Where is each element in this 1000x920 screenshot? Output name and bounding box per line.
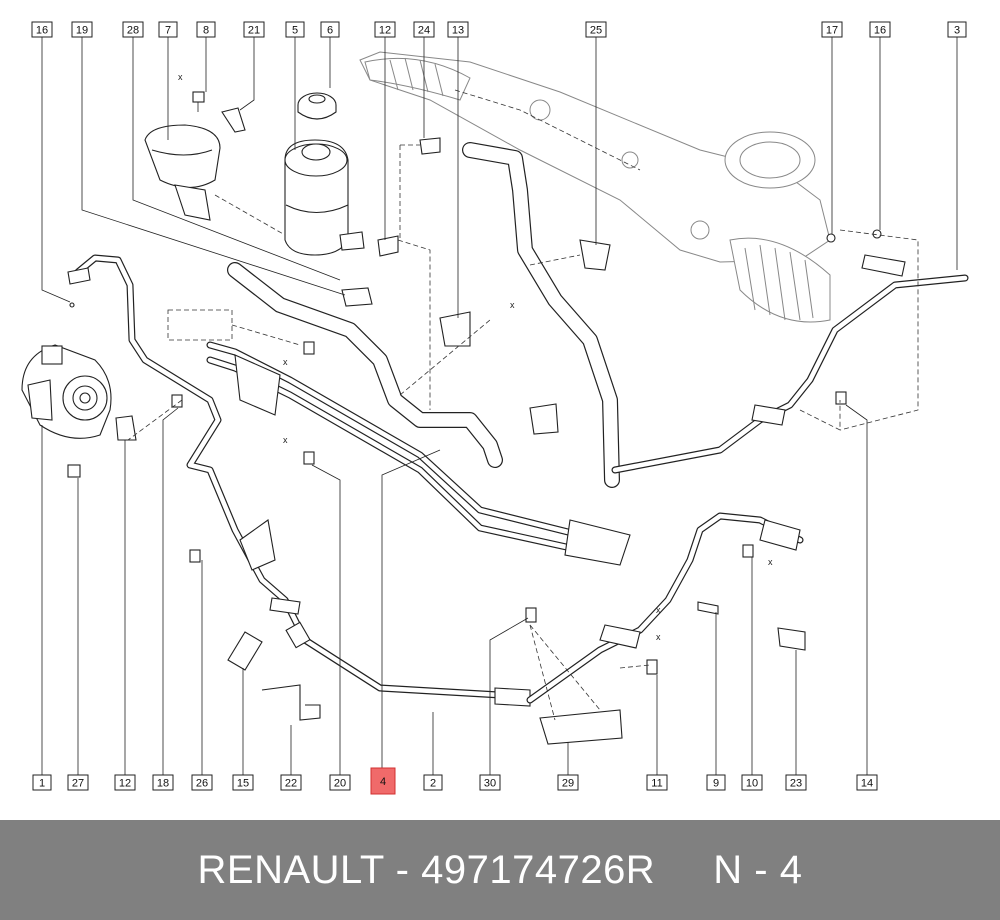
x-marker: x [283, 435, 288, 445]
steering-rack [359, 51, 831, 323]
callout: 9 [706, 774, 726, 791]
svg-text:20: 20 [334, 778, 346, 790]
reservoir-feed-hose [227, 262, 503, 468]
callout: 11 [646, 774, 668, 791]
position-label: N - 4 [713, 847, 803, 892]
callout: 8 [196, 21, 216, 38]
callout: 16 [31, 21, 53, 38]
callout: 23 [785, 774, 807, 791]
callout: 12 [374, 21, 396, 38]
caption-gap [655, 848, 713, 892]
svg-text:16: 16 [874, 25, 886, 37]
callout: 5 [285, 21, 305, 38]
callout: 15 [232, 774, 254, 791]
svg-text:17: 17 [826, 25, 838, 37]
callout: 21 [243, 21, 265, 38]
callout: 19 [71, 21, 93, 38]
svg-text:12: 12 [119, 778, 131, 790]
svg-text:29: 29 [562, 778, 574, 790]
svg-text:25: 25 [590, 25, 602, 37]
svg-text:27: 27 [72, 778, 84, 790]
callout: 27 [67, 774, 89, 791]
svg-text:8: 8 [203, 25, 209, 37]
x-marker: x [656, 605, 661, 615]
svg-text:28: 28 [127, 25, 139, 37]
svg-text:21: 21 [248, 25, 260, 37]
svg-text:19: 19 [76, 25, 88, 37]
callout: 22 [280, 774, 302, 791]
svg-text:7: 7 [165, 25, 171, 37]
svg-text:16: 16 [36, 25, 48, 37]
callouts-top: 16 19 28 7 8 21 5 6 12 24 13 25 17 16 3 [31, 21, 967, 38]
callout: 12 [114, 774, 136, 791]
x-marker: x [283, 357, 288, 367]
fluid-reservoir [284, 139, 365, 256]
callout-highlighted: 4 [370, 767, 396, 795]
svg-text:22: 22 [285, 778, 297, 790]
high-pressure-line [67, 254, 531, 707]
svg-text:26: 26 [196, 778, 208, 790]
svg-text:5: 5 [292, 25, 298, 37]
svg-text:1: 1 [39, 778, 45, 790]
svg-text:14: 14 [861, 778, 873, 790]
callout: 13 [447, 21, 469, 38]
x-marker: x [656, 632, 661, 642]
power-steering-pump [21, 344, 112, 439]
x-marker: x [768, 557, 773, 567]
callout: 25 [585, 21, 607, 38]
x-markers: x x x x x x x [178, 72, 773, 642]
return-line [526, 512, 804, 704]
svg-text:12: 12 [379, 25, 391, 37]
caption-separator: - [384, 847, 422, 892]
cooling-pipe-assembly [206, 341, 631, 566]
callout: 26 [191, 774, 213, 791]
svg-text:4: 4 [380, 776, 386, 788]
x-marker: x [510, 300, 515, 310]
part-caption-bar: RENAULT - 497174726R N - 4 [0, 820, 1000, 920]
svg-text:3: 3 [954, 25, 960, 37]
reservoir-cap [297, 92, 337, 120]
brand-name: RENAULT [197, 847, 385, 892]
svg-text:30: 30 [484, 778, 496, 790]
callout: 14 [856, 774, 878, 791]
callout: 17 [821, 21, 843, 38]
svg-text:24: 24 [418, 25, 430, 37]
part-caption: RENAULT - 497174726R N - 4 [198, 848, 803, 893]
callout: 18 [152, 774, 174, 791]
svg-text:10: 10 [746, 778, 758, 790]
svg-text:15: 15 [237, 778, 249, 790]
callout: 6 [320, 21, 340, 38]
rack-pressure-pipe [611, 254, 969, 474]
callout: 28 [122, 21, 144, 38]
callout: 3 [947, 21, 967, 38]
dashed-reference-lines [127, 89, 919, 721]
callout: 24 [413, 21, 435, 38]
callout: 10 [741, 774, 763, 791]
exploded-parts-diagram: x x x x x x x [21, 21, 969, 795]
callout: 7 [158, 21, 178, 38]
svg-text:11: 11 [651, 778, 662, 790]
callout: 2 [423, 774, 443, 791]
callout: 29 [557, 774, 579, 791]
clamp-bolt [192, 91, 205, 112]
svg-text:18: 18 [157, 778, 169, 790]
callout: 16 [869, 21, 891, 38]
svg-text:23: 23 [790, 778, 802, 790]
reservoir-clamp [144, 124, 221, 221]
svg-text:13: 13 [452, 25, 464, 37]
x-marker: x [178, 72, 183, 82]
callouts-bottom: 1 27 12 18 26 15 22 20 4 2 30 29 11 9 10… [32, 767, 878, 795]
bracket-clip [221, 107, 246, 133]
callout: 1 [32, 774, 52, 791]
leader-lines [41, 37, 958, 775]
callout: 20 [329, 774, 351, 791]
part-number: 497174726R [421, 847, 656, 892]
svg-text:2: 2 [430, 778, 436, 790]
svg-text:6: 6 [327, 25, 333, 37]
small-hardware [67, 137, 882, 745]
rack-supply-hose [462, 142, 620, 488]
svg-text:9: 9 [713, 778, 719, 790]
callout: 30 [479, 774, 501, 791]
